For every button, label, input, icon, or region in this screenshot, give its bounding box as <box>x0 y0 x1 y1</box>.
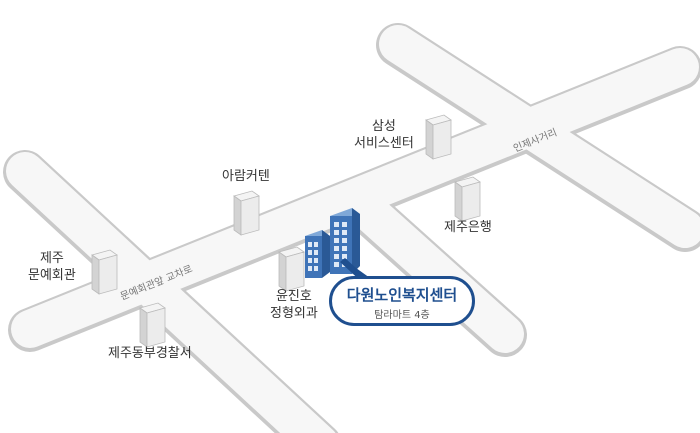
cross-road-east <box>379 25 700 248</box>
cross-road-west <box>6 152 336 433</box>
landmark-label-bank: 제주은행 <box>444 220 492 235</box>
destination-building-icon <box>305 208 370 284</box>
destination-name: 다원노인복지센터 <box>346 286 458 304</box>
landmark-label-police: 제주동부경찰서 <box>108 346 192 361</box>
side-road <box>341 185 524 353</box>
landmark-building-icon-police <box>139 302 166 348</box>
landmark-building-icon-samsung <box>425 114 452 160</box>
landmark-label-aram: 아람커텐 <box>222 169 270 184</box>
landmark-building-icon-bank <box>454 176 481 222</box>
destination-detail: 탐라마트 4층 <box>374 310 430 321</box>
landmark-building-icon-aram <box>233 190 260 236</box>
landmark-building-icon-munye <box>91 249 118 295</box>
landmark-building-icon-yoon <box>278 246 305 292</box>
destination-callout: 다원노인복지센터 탐라마트 4층 <box>329 276 475 326</box>
